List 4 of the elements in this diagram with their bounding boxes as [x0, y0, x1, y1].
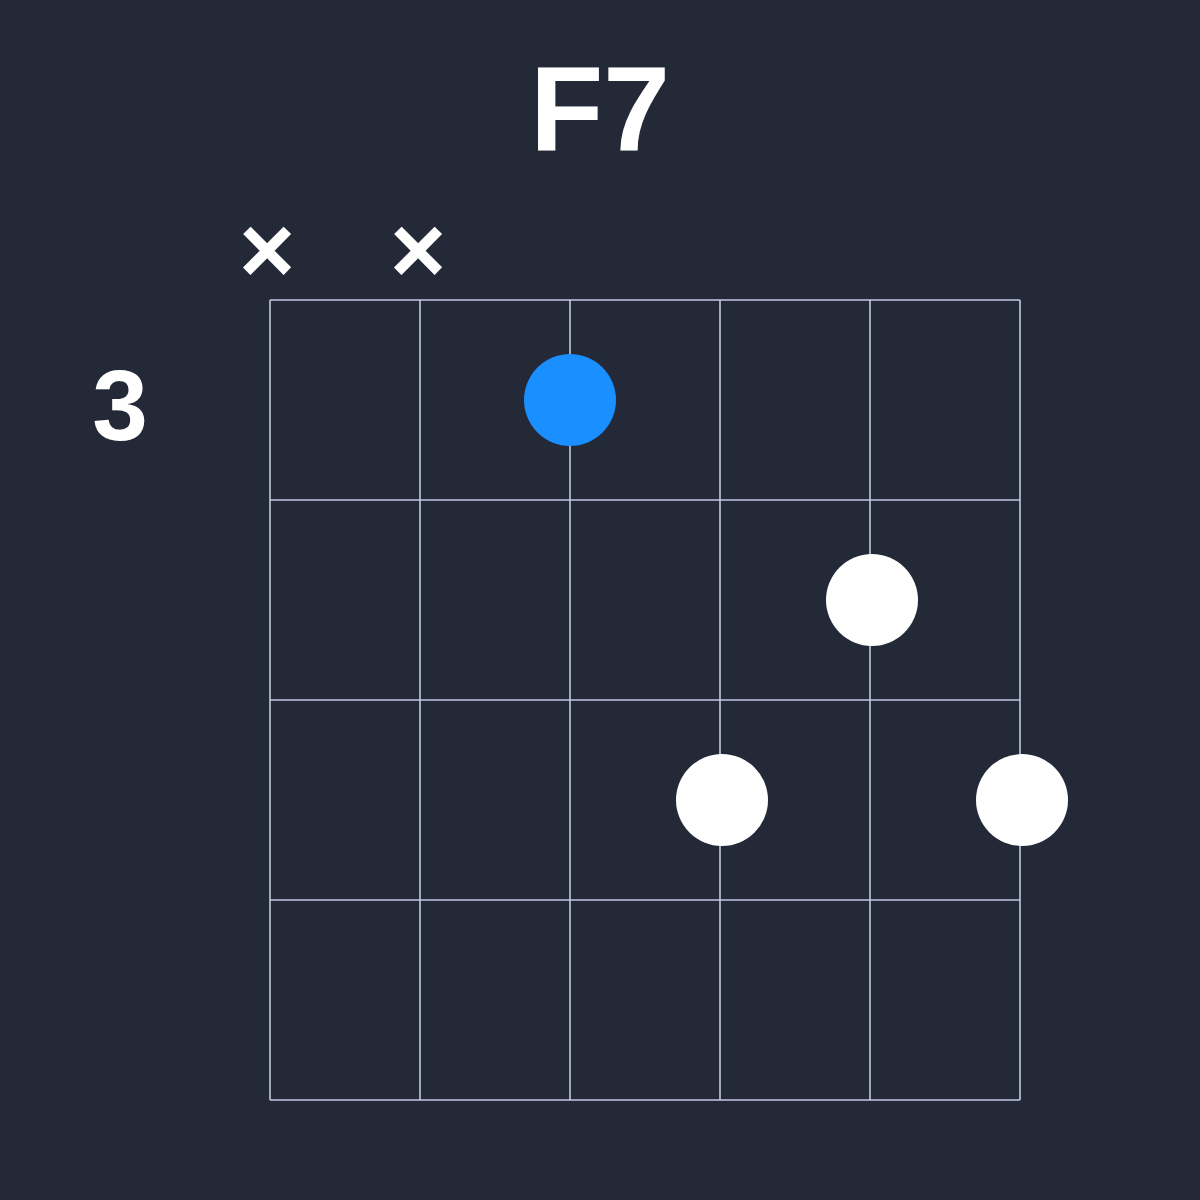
fret-number: 3 [92, 355, 148, 455]
chord-title: F7 [530, 48, 670, 168]
mute-mark: × [389, 202, 447, 298]
mute-mark: × [238, 202, 296, 298]
